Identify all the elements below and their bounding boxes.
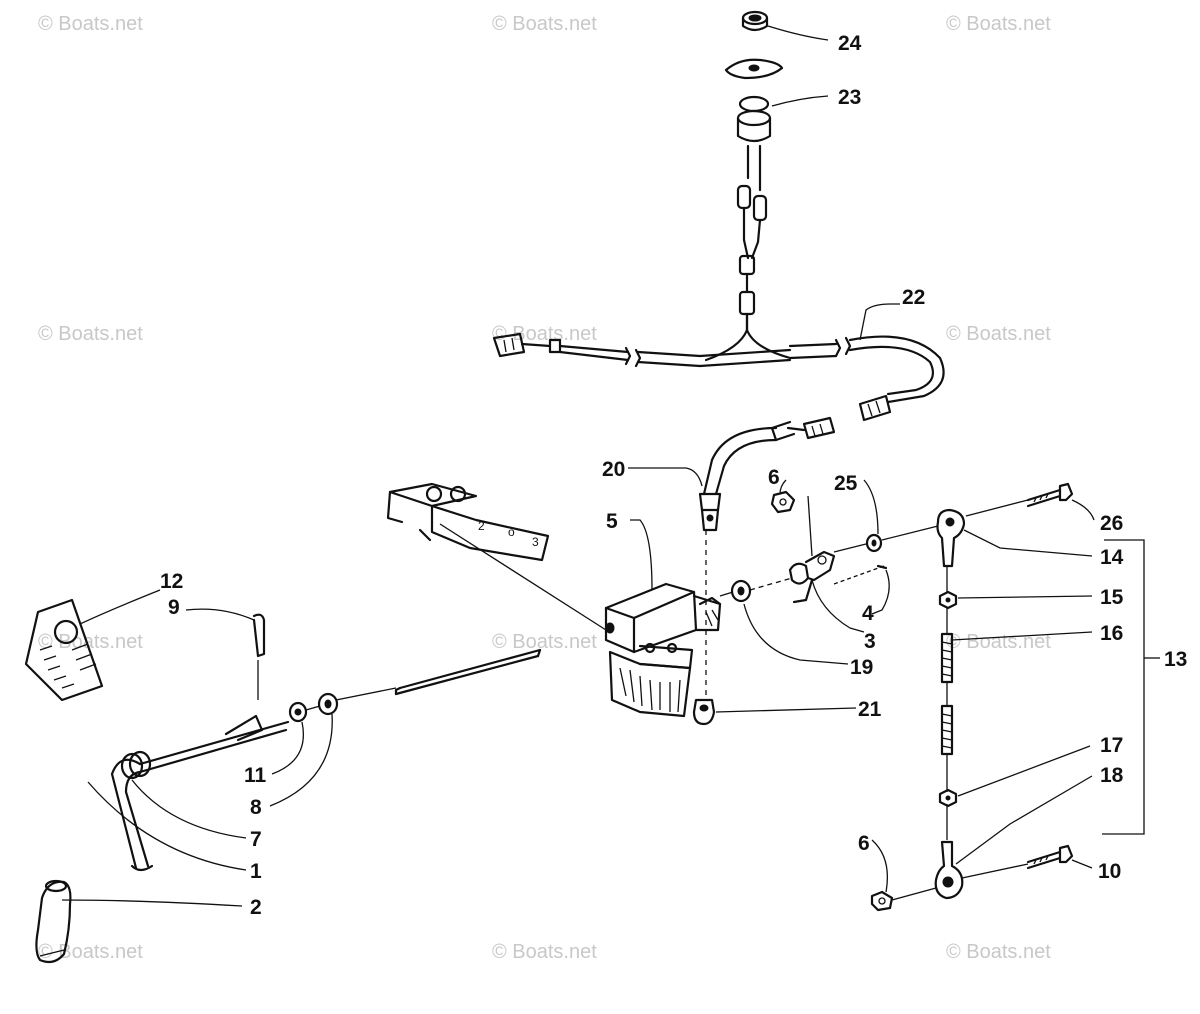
part-18-rod-end [934,840,964,900]
callout-2: 2 [250,896,262,919]
callout-3: 3 [864,630,876,653]
callout-13: 13 [1164,648,1187,671]
callout-4: 4 [862,602,874,625]
part-7-bushing [120,750,152,780]
bracket-plate: 2 o 3 [386,482,607,631]
watermark-text: © Boats.net [946,631,1051,653]
svg-text:o: o [508,525,515,539]
callout-10: 10 [1098,860,1121,883]
watermark-text: © Boats.net [946,323,1051,345]
part-22-harness [492,312,945,422]
callout-24: 24 [838,32,862,55]
part-26-bolt [1026,482,1074,508]
watermark-text: © Boats.net [38,941,143,963]
callout-6-top: 6 [768,466,780,489]
leader-lines [61,25,1160,907]
part-12-decal [24,598,104,702]
svg-text:3: 3 [532,535,539,549]
part-24-cap [741,10,769,32]
callout-21: 21 [858,698,882,721]
callout-23: 23 [838,86,861,109]
part-14-rod-end [936,508,966,568]
watermarks: © Boats.net © Boats.net © Boats.net © Boats… [38,13,1051,963]
part-5-housing [604,582,722,718]
callout-16: 16 [1100,622,1123,645]
callout-11: 11 [244,764,267,787]
part-24-plate [724,58,784,80]
callout-9: 9 [168,596,180,619]
part-6-nut-top [770,490,796,514]
watermark-text: © Boats.net [492,323,597,345]
callout-15: 15 [1100,586,1124,609]
part-3-bracket [788,550,836,604]
callout-26: 26 [1100,512,1123,535]
callout-22: 22 [902,286,925,309]
part-4-pin [833,564,888,585]
svg-text:2: 2 [478,519,485,533]
callout-labels: 24 23 22 20 6 25 5 4 3 19 21 26 14 15 16… [160,32,1187,919]
part-6-nut-bottom [870,890,894,912]
part-16-rod [940,566,954,840]
part-8-washer [317,692,339,716]
part-20-lead [698,416,836,532]
watermark-text: © Boats.net [38,631,143,653]
part-25-washer [865,533,883,553]
watermark-text: © Boats.net [492,941,597,963]
part-21-terminal [692,698,716,726]
part-15-nut [938,590,958,610]
callout-6-bottom: 6 [858,832,870,855]
callout-5: 5 [606,510,618,533]
callout-14: 14 [1100,546,1124,569]
part-11-washer [288,701,308,723]
callout-1: 1 [250,860,262,883]
part-2-knob [35,879,72,964]
part-9-pin [252,613,266,700]
watermark-text: © Boats.net [946,13,1051,35]
watermark-text: © Boats.net [38,13,143,35]
watermark-text: © Boats.net [492,631,597,653]
callout-19: 19 [850,656,873,679]
part-1-lever [110,648,542,872]
watermark-text: © Boats.net [38,323,143,345]
callout-18: 18 [1100,764,1124,787]
callout-25: 25 [834,472,858,495]
callout-17: 17 [1100,734,1123,757]
part-17-nut [938,788,958,808]
callout-20: 20 [602,458,625,481]
callout-12: 12 [160,570,183,593]
part-19-bushing [730,579,752,603]
watermark-text: © Boats.net [946,941,1051,963]
part-23-switch [736,95,772,316]
part-10-bolt [1026,844,1074,870]
watermark-text: © Boats.net [492,13,597,35]
callout-7: 7 [250,828,262,851]
assembly-lines [705,499,1029,700]
callout-8: 8 [250,796,262,819]
